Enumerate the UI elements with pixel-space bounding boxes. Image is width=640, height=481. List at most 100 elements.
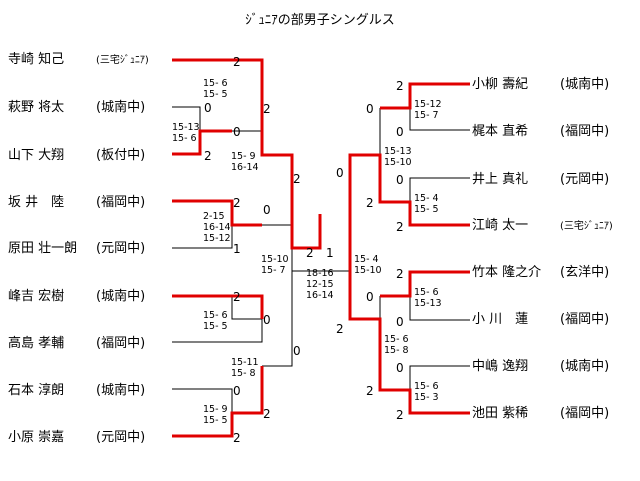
player-name: 高島 孝輔: [8, 336, 65, 351]
result: 0: [396, 315, 404, 329]
game-score: 2-15: [203, 211, 225, 222]
left-player-2: 萩野 将太(城南中): [8, 100, 145, 116]
player-club: (三宅ｼﾞｭﾆｱ): [96, 55, 149, 66]
game-score: 15- 6: [384, 334, 409, 345]
result: 2: [233, 290, 241, 304]
player-club: (元岡中): [96, 430, 146, 445]
game-score: 15- 8: [384, 345, 409, 356]
game-score: 15- 4: [354, 254, 379, 265]
player-club: (城南中): [96, 383, 146, 398]
result: 1: [233, 242, 241, 256]
bracket-line: [409, 296, 470, 321]
result: 0: [396, 125, 404, 139]
player-name: 中嶋 逸翔: [472, 359, 529, 374]
bracket-line: [172, 106, 201, 130]
result: 0: [293, 344, 301, 358]
player-name: 小柳 壽紀: [472, 77, 529, 92]
bracket-line: [409, 365, 470, 390]
player-name: 寺崎 知己: [8, 52, 65, 67]
game-score: 15-11: [231, 357, 259, 368]
result: 2: [396, 220, 404, 234]
winner-line: [290, 178, 322, 250]
right-player-1: 小柳 壽紀(城南中): [472, 77, 609, 93]
game-score: 15- 9: [231, 151, 256, 162]
left-player-5: 原田 壮一朗(元岡中): [8, 241, 145, 257]
result: 2: [263, 102, 271, 116]
game-score: 15- 5: [203, 415, 228, 426]
game-score: 15-13: [172, 122, 200, 133]
game-score: 15- 7: [414, 110, 439, 121]
game-score: 15-12: [203, 233, 231, 244]
bracket-line: [231, 296, 262, 320]
final-score: 18-16: [306, 268, 334, 279]
result: 2: [396, 408, 404, 422]
player-name: 小原 崇嘉: [8, 430, 65, 445]
final-result-right: 1: [326, 246, 334, 260]
player-name: 山下 大翔: [8, 148, 65, 163]
result: 0: [233, 384, 241, 398]
right-player-5: 竹本 隆之介(玄洋中): [472, 265, 609, 281]
game-score: 15- 6: [203, 78, 228, 89]
result: 0: [366, 102, 374, 116]
player-name: 梶本 直希: [472, 124, 529, 139]
player-name: 石本 淳朗: [8, 383, 65, 398]
left-player-3: 山下 大翔 (板付中): [8, 148, 145, 164]
player-club: (城南中): [96, 100, 146, 115]
result: 0: [396, 361, 404, 375]
result: 0: [336, 166, 344, 180]
player-name: 江崎 太一: [472, 218, 529, 233]
result: 0: [263, 313, 271, 327]
player-club: (福岡中): [96, 336, 146, 351]
result: 2: [204, 149, 212, 163]
game-score: 15- 6: [172, 133, 197, 144]
game-score: 15-12: [414, 99, 442, 110]
result: 0: [396, 173, 404, 187]
winner-line: [172, 129, 232, 156]
right-player-3: 井上 真礼 (元岡中): [472, 172, 609, 188]
final-score: 12-15: [306, 279, 334, 290]
winner-line: [172, 294, 264, 319]
game-score: 15-13: [384, 146, 412, 157]
winner-line: [172, 58, 264, 131]
player-club: (玄洋中): [560, 265, 610, 280]
winner-line: [348, 271, 470, 415]
player-club: (福岡中): [560, 312, 610, 327]
winner-line: [172, 366, 264, 438]
game-score: 15- 5: [203, 89, 228, 100]
game-score: 15- 5: [414, 204, 439, 215]
player-club: (元岡中): [96, 241, 146, 256]
game-score: 15- 8: [231, 368, 256, 379]
bracket-line: [172, 388, 233, 413]
bracket-line: [262, 178, 293, 226]
bracket-line: [409, 177, 470, 202]
right-player-4: 江崎 太一(三宅ｼﾞｭﾆｱ): [472, 218, 613, 235]
left-player-7: 高島 孝輔 (福岡中): [8, 336, 145, 352]
result: 2: [366, 384, 374, 398]
bracket-line: [262, 319, 293, 367]
player-club: (元岡中): [560, 172, 610, 187]
left-player-9: 小原 崇嘉 (元岡中): [8, 430, 145, 446]
result: 2: [263, 407, 271, 421]
player-name: 井上 真礼: [472, 172, 529, 187]
winner-line: [380, 82, 470, 110]
player-name: 坂 井 陸: [8, 195, 65, 210]
bracket-line: [409, 108, 470, 131]
result: 0: [204, 101, 212, 115]
result: 0: [263, 203, 271, 217]
game-score: 15- 5: [203, 321, 228, 332]
right-player-8: 池田 紫稀(福岡中): [472, 406, 609, 422]
game-score: 15- 6: [414, 381, 439, 392]
result: 2: [396, 267, 404, 281]
game-score: 15- 9: [203, 404, 228, 415]
result: 2: [233, 431, 241, 445]
game-score: 16-14: [203, 222, 231, 233]
player-name: 池田 紫稀: [472, 406, 529, 421]
right-player-7: 中嶋 逸翔(城南中): [472, 359, 609, 375]
result: 2: [366, 196, 374, 210]
player-club: (板付中): [96, 148, 146, 163]
left-player-6: 峰吉 宏樹(城南中): [8, 289, 145, 305]
winner-line: [348, 153, 470, 271]
result: 0: [366, 290, 374, 304]
result: 2: [336, 322, 344, 336]
